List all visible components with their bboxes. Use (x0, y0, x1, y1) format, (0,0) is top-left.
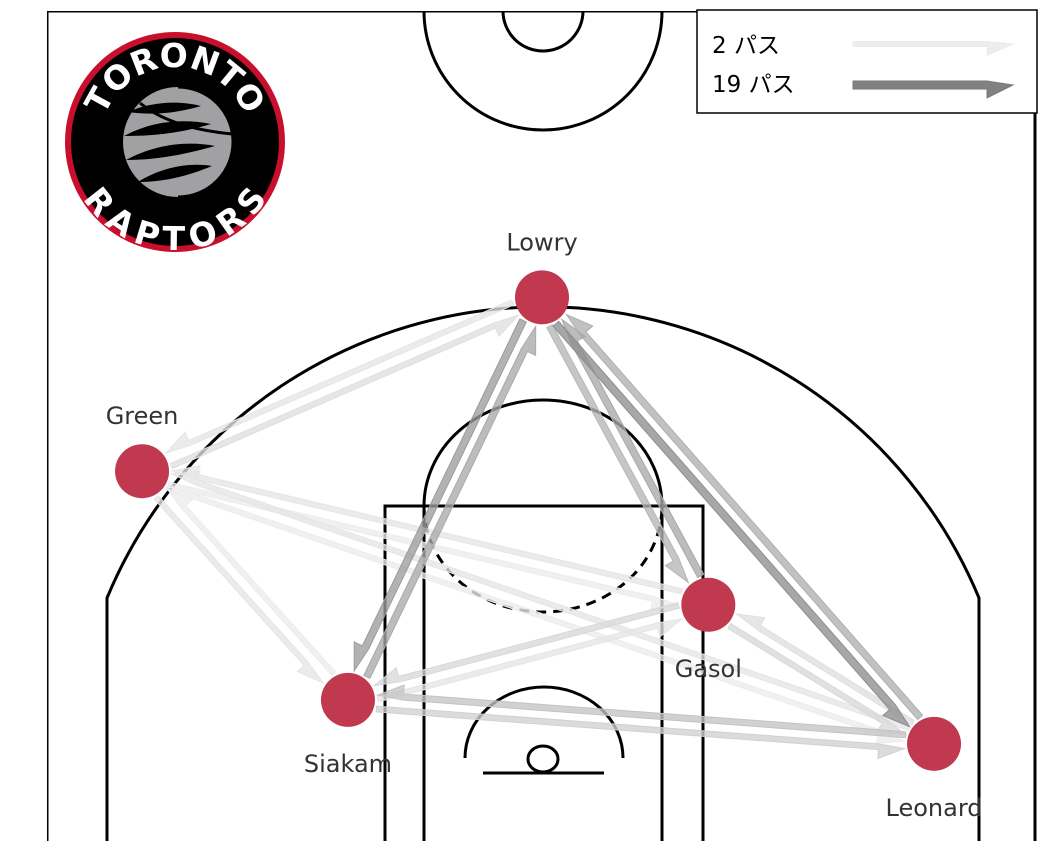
legend-box (696, 9, 1038, 114)
legend-label-max: 19 パス (712, 72, 795, 98)
pass-arrow-siakam-to-leonard (375, 705, 907, 760)
player-label-lowry: Lowry (506, 228, 577, 256)
court-boundary (47, 11, 1037, 841)
pass-arrow-green-to-siakam (153, 494, 325, 685)
player-label-leonard: Leonard (886, 794, 983, 822)
player-node-gasol (681, 577, 736, 632)
outer-paint (383, 504, 705, 841)
legend-arrow-max (852, 80, 1015, 99)
pass-arrow-green-to-lowry (169, 314, 520, 470)
player-label-gasol: Gasol (675, 655, 742, 683)
pass-arrow-gasol-to-lowry (560, 318, 705, 579)
center-circle-inner (501, 11, 585, 53)
pass-arrow-siakam-to-gasol (376, 618, 684, 703)
pass-arrow-leonard-to-lowry (565, 313, 924, 721)
pass-arrow-lowry-to-green (164, 299, 515, 455)
legend-arrow-min (852, 41, 1015, 57)
pass-arrow-leonard-to-gasol (734, 613, 916, 726)
player-node-leonard (907, 716, 962, 771)
claw-scratched-basketball-icon (123, 85, 235, 199)
rim (526, 744, 560, 774)
pass-arrow-leonard-to-siakam (375, 684, 907, 739)
free-throw-circle-bottom (422, 505, 664, 614)
pass-arrow-lowry-to-siakam (353, 318, 527, 673)
pass-arrow-gasol-to-leonard (727, 622, 908, 736)
pass-arrow-leonard-to-green (169, 470, 911, 731)
player-nodes (115, 270, 962, 771)
pass-arrow-siakam-to-lowry (363, 324, 537, 679)
player-node-lowry (515, 270, 569, 325)
free-throw-circle-top (422, 398, 664, 507)
pass-arrow-gasol-to-siakam (372, 602, 680, 687)
pass-arrow-lowry-to-gasol (546, 324, 690, 585)
pass-arrow-lowry-to-leonard (552, 320, 911, 728)
legend: 2 パス 19 パス (696, 9, 1038, 114)
player-label-siakam: Siakam (304, 750, 392, 778)
player-label-green: Green (106, 402, 179, 430)
team-logo: TORONTO RAPTORS (65, 32, 285, 258)
player-node-green (115, 444, 170, 499)
player-node-siakam (320, 672, 375, 727)
legend-label-min: 2 パス (712, 33, 780, 59)
center-circle-outer (422, 11, 664, 132)
pass-arrows (153, 299, 924, 760)
